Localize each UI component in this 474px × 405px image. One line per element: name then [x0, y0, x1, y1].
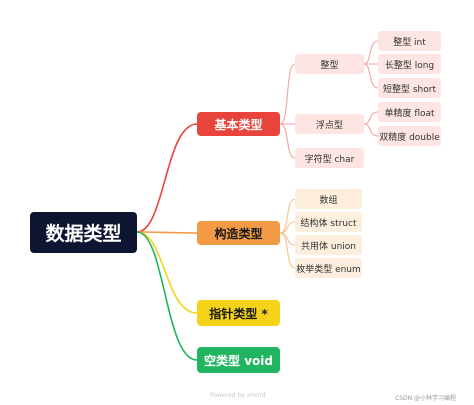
edge-integer-short — [363, 63, 379, 89]
root-node: 数据类型 — [30, 212, 137, 253]
node-float: 浮点型 — [295, 114, 364, 134]
edge-basic-char — [279, 123, 296, 159]
float-label: 浮点型 — [315, 120, 343, 131]
edge-basic-integer — [279, 63, 296, 125]
edge-constructed-array — [279, 198, 296, 234]
union-label: 共用体 union — [301, 241, 356, 252]
node-long: 长整型 long — [378, 54, 441, 74]
node-struct: 结构体 struct — [295, 212, 362, 232]
double-label: 双精度 double — [379, 132, 440, 143]
node-integer: 整型 — [295, 54, 364, 74]
array-label: 数组 — [319, 195, 338, 206]
csdn-watermark: CSDN @小林学习编程 — [395, 395, 457, 402]
short-label: 短整型 short — [383, 84, 436, 95]
int-label: 整型 int — [393, 37, 426, 48]
enum-label: 枚举类型 enum — [296, 264, 361, 275]
node-single-float: 单精度 float — [378, 102, 441, 122]
node-double: 双精度 double — [378, 126, 441, 146]
long-label: 长整型 long — [384, 60, 435, 71]
edge-constructed-struct — [279, 221, 296, 234]
node-array: 数组 — [295, 189, 362, 209]
char-label: 字符型 char — [304, 154, 355, 165]
powered-by-footer: Powered by xmind — [210, 392, 266, 399]
edge-root-constructed — [136, 231, 198, 234]
single-float-label: 单精度 float — [384, 108, 435, 119]
node-pointer-type: 指针类型 * — [197, 300, 280, 326]
node-short: 短整型 short — [378, 78, 441, 98]
struct-label: 结构体 struct — [300, 218, 357, 229]
integer-label: 整型 — [320, 60, 339, 71]
node-int: 整型 int — [378, 31, 441, 51]
node-basic-type: 基本类型 — [197, 112, 280, 136]
constructed-type-label: 构造类型 — [214, 226, 263, 241]
node-constructed-type: 构造类型 — [197, 221, 280, 245]
edge-constructed-enum — [279, 232, 296, 269]
edge-integer-int — [363, 40, 379, 65]
basic-type-label: 基本类型 — [214, 117, 263, 132]
node-union: 共用体 union — [295, 235, 362, 255]
node-void-type: 空类型 void — [197, 347, 280, 373]
edge-root-basic — [136, 123, 198, 233]
edge-float-double — [363, 123, 379, 137]
void-type-label: 空类型 void — [204, 353, 273, 368]
edge-root-void — [136, 231, 198, 361]
edge-constructed-union — [279, 232, 296, 246]
node-char: 字符型 char — [295, 148, 364, 168]
edge-float-single — [363, 111, 379, 125]
root-label: 数据类型 — [45, 223, 122, 245]
edge-root-pointer — [136, 231, 198, 314]
pointer-type-label: 指针类型 * — [209, 306, 268, 321]
node-enum: 枚举类型 enum — [295, 258, 362, 278]
